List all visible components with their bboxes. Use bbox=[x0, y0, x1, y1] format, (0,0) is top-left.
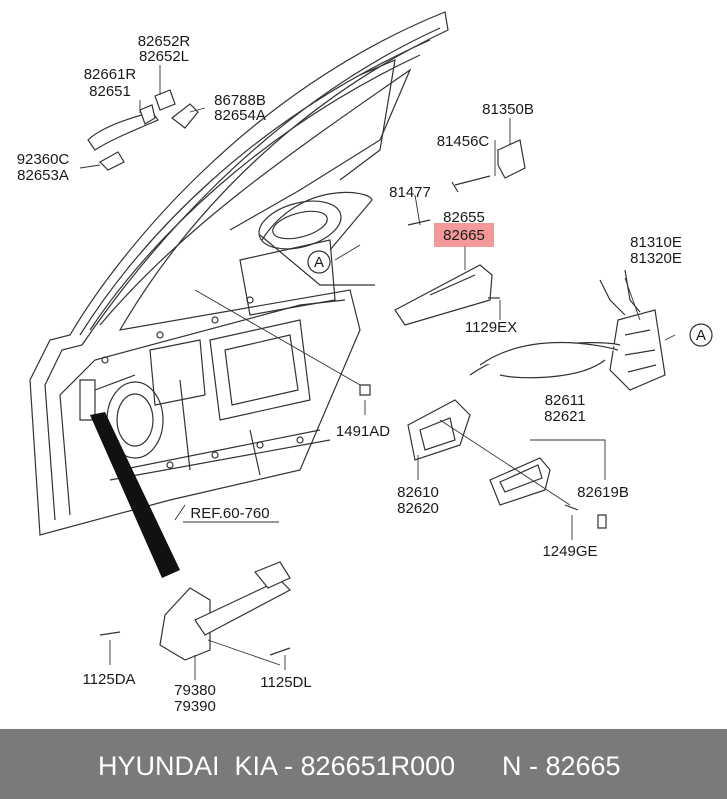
callout-81456c: 81456C bbox=[437, 133, 490, 150]
callout-82619b: 82619B bbox=[577, 484, 629, 501]
door-checker-strap bbox=[90, 412, 180, 578]
door-parts-diagram: 82652R 82652L 82661R 82651 86788B 82654A… bbox=[17, 11, 713, 715]
callout-82661r: 82661R bbox=[84, 66, 137, 83]
leader-lines bbox=[79, 65, 676, 680]
callout-labels: 82652R 82652L 82661R 82651 86788B 82654A… bbox=[17, 33, 682, 715]
callout-81477: 81477 bbox=[389, 184, 431, 201]
inside-handle-bracket bbox=[394, 264, 500, 326]
door-latch-module bbox=[469, 269, 666, 391]
callout-1125da: 1125DA bbox=[82, 671, 135, 688]
marker-a-right: A bbox=[689, 323, 713, 347]
callout-79390: 79390 bbox=[174, 698, 216, 715]
svg-text:A: A bbox=[696, 327, 706, 344]
outside-handle-parts bbox=[87, 89, 199, 171]
striker-parts bbox=[407, 139, 526, 226]
callout-1491ad: 1491AD bbox=[336, 423, 390, 440]
callout-81310e: 81310E bbox=[630, 234, 682, 251]
callout-86788b: 86788B bbox=[214, 92, 266, 109]
inside-handle-housing bbox=[359, 384, 471, 461]
callout-82611: 82611 bbox=[545, 392, 586, 409]
callout-1129ex: 1129EX bbox=[465, 319, 517, 336]
callout-82652l: 82652L bbox=[139, 48, 189, 65]
callout-82665: 82665 bbox=[443, 227, 485, 244]
highlight-box bbox=[434, 223, 494, 247]
handle-bezel bbox=[489, 457, 607, 529]
callout-1125dl: 1125DL bbox=[260, 674, 311, 691]
callout-79380: 79380 bbox=[174, 682, 216, 699]
callout-81350b: 81350B bbox=[482, 101, 534, 118]
callout-82655: 82655 bbox=[443, 209, 485, 226]
callout-92360c: 92360C bbox=[17, 151, 70, 168]
callout-81320e: 81320E bbox=[630, 250, 682, 267]
callout-82652r: 82652R bbox=[138, 33, 191, 50]
callout-82651: 82651 bbox=[89, 83, 131, 100]
callout-82653a: 82653A bbox=[17, 167, 69, 184]
callout-82654a: 82654A bbox=[214, 107, 266, 124]
door-checker bbox=[99, 561, 291, 661]
callout-1249ge: 1249GE bbox=[542, 543, 597, 560]
brand-part-number: HYUNDAI KIA - 826651R000 bbox=[98, 751, 456, 781]
callout-82621: 82621 bbox=[544, 408, 586, 425]
part-number-footer: HYUNDAI KIA - 826651R000 N - 82665 bbox=[0, 729, 727, 799]
callout-82610: 82610 bbox=[397, 484, 439, 501]
catalog-number: N - 82665 bbox=[502, 751, 621, 781]
callout-82620: 82620 bbox=[397, 500, 439, 517]
callout-ref-60-760: REF.60-760 bbox=[190, 505, 269, 522]
svg-text:A: A bbox=[314, 254, 324, 271]
marker-a-left: A bbox=[307, 250, 331, 274]
